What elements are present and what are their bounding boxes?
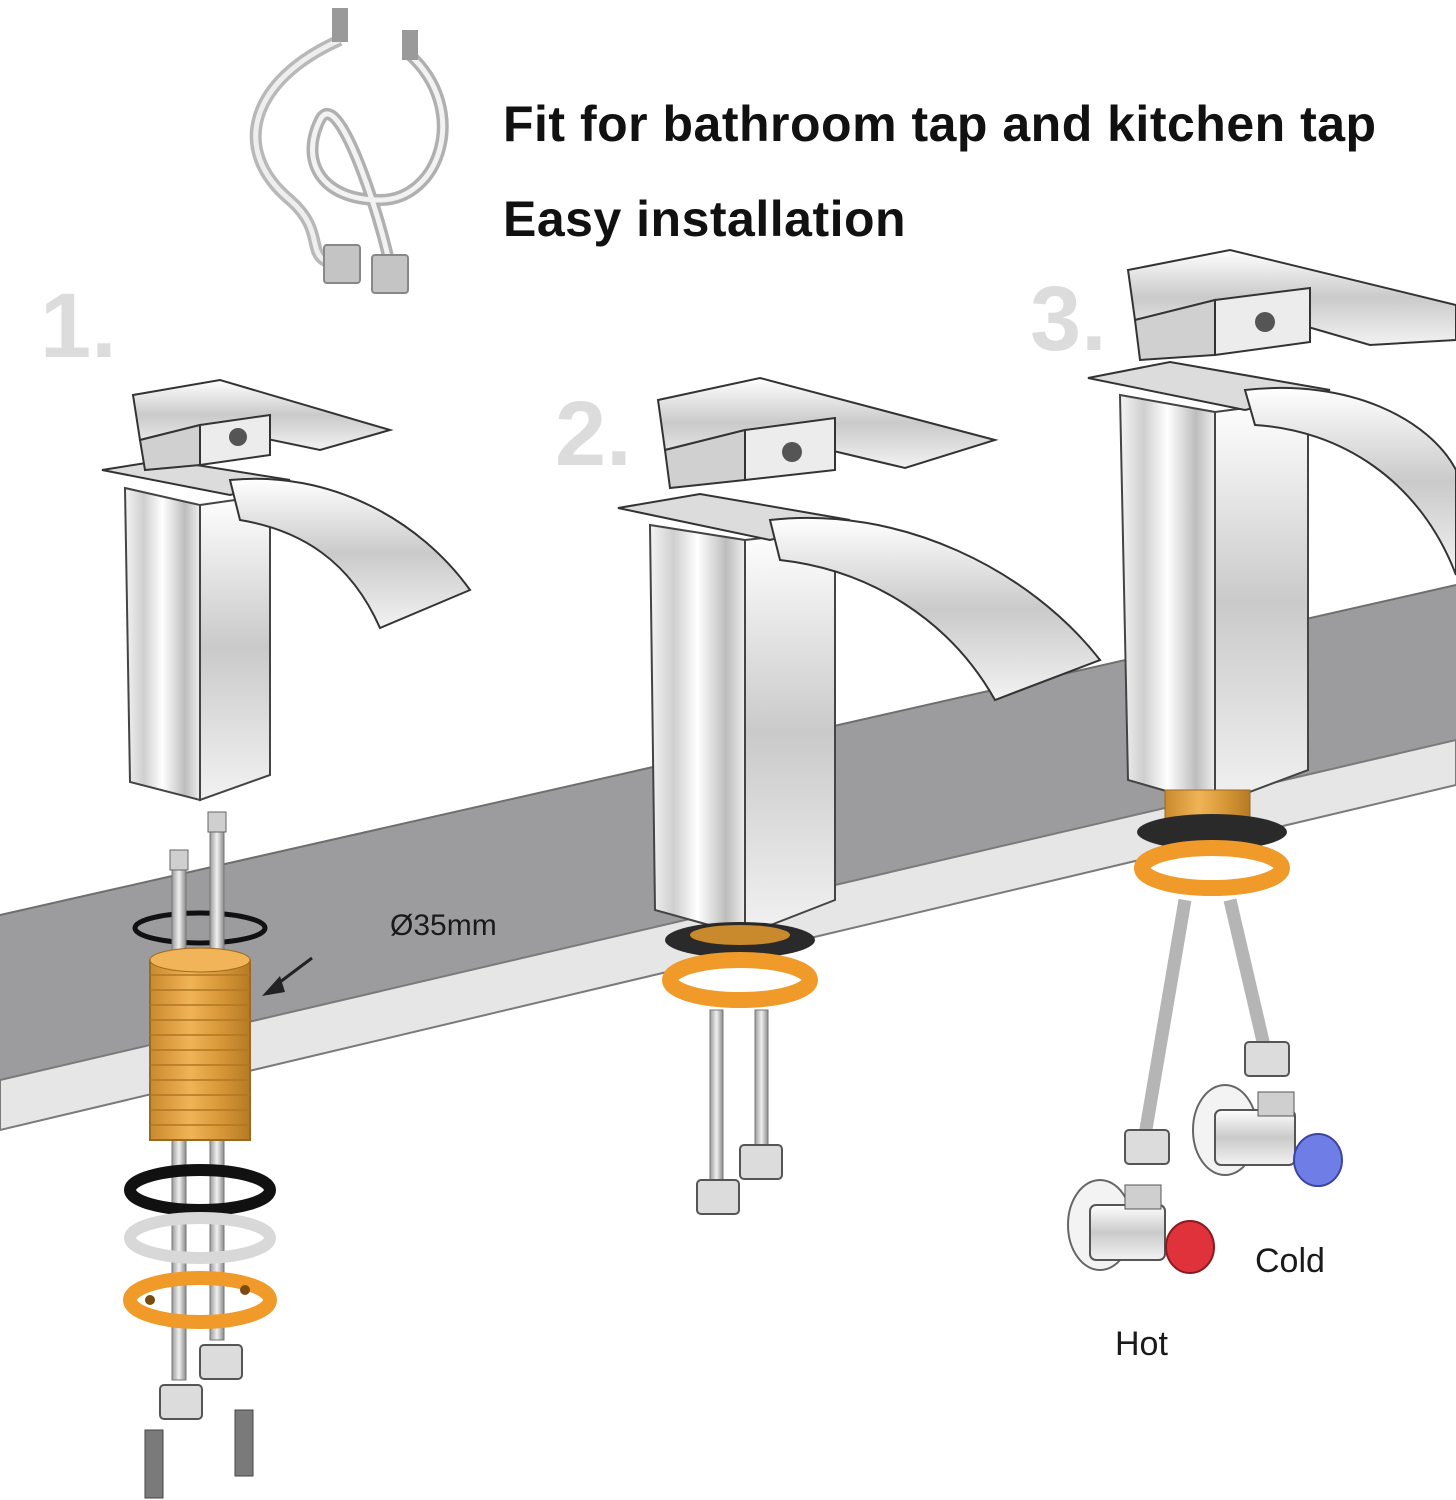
pointer-arrow [262, 956, 313, 996]
cold-angle-valve [1192, 1084, 1343, 1187]
headline-line-2: Easy installation [503, 191, 907, 247]
hot-label: Hot [1115, 1325, 1168, 1363]
step-number-2: 2. [555, 383, 632, 485]
diameter-label: Ø35mm [390, 909, 497, 942]
step-3-faucet [1087, 248, 1456, 1165]
step-number-3: 3. [1030, 268, 1107, 370]
step-2-faucet [617, 376, 1102, 1215]
cold-label: Cold [1255, 1242, 1325, 1280]
hot-angle-valve [1067, 1179, 1215, 1274]
step-number-1: 1. [40, 275, 117, 377]
headline-line-1: Fit for bathroom tap and kitchen tap [503, 96, 1377, 152]
hose-product-illustration [249, 8, 449, 294]
step-1-faucet [101, 378, 472, 1499]
